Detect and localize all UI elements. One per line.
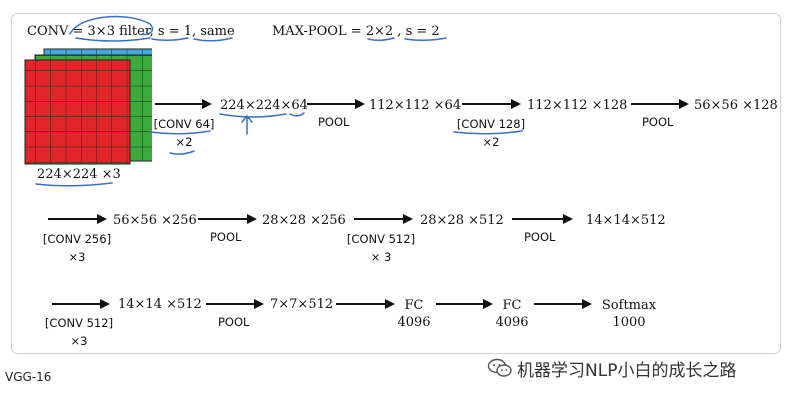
op-name: [CONV 256] — [42, 232, 112, 246]
size-112x112x64: 112×112 ×64 — [369, 98, 462, 113]
arrow — [155, 99, 212, 109]
arrow — [512, 214, 573, 224]
op-repeat: × 3 — [370, 250, 392, 264]
fc-label: FC — [502, 298, 522, 313]
input-size-label: 224×224 ×3 — [37, 167, 121, 182]
pool-label: POOL — [524, 230, 556, 244]
arrow — [436, 299, 493, 309]
fc-label: FC — [404, 298, 424, 313]
arrow — [206, 299, 264, 309]
arrow — [52, 299, 110, 309]
arrow — [307, 99, 365, 109]
size-56x56x256: 56×56 ×256 — [113, 213, 197, 228]
size-28x28x512: 28×28 ×512 — [420, 213, 504, 228]
conv512-label: [CONV 512] × 3 — [342, 230, 420, 266]
arrow — [354, 214, 413, 224]
size-112x112x128: 112×112 ×128 — [527, 98, 628, 113]
conv64-label: [CONV 64] ×2 — [148, 115, 220, 151]
op-name: [CONV 128] — [456, 117, 526, 131]
softmax-layer: Softmax 1000 — [596, 297, 662, 331]
conv512-label: [CONV 512] ×3 — [40, 314, 118, 350]
size-28x28x256: 28×28 ×256 — [262, 213, 346, 228]
conv128-label: [CONV 128] ×2 — [452, 115, 530, 151]
arrow — [534, 299, 592, 309]
op-repeat: ×3 — [68, 250, 86, 264]
conv256-label: [CONV 256] ×3 — [38, 230, 116, 266]
figure-caption: VGG-16 — [5, 370, 52, 384]
pool-label: POOL — [218, 315, 250, 329]
size-56x56x128: 56×56 ×128 — [694, 98, 778, 113]
op-name: [CONV 512] — [346, 232, 416, 246]
softmax-label: Softmax — [601, 298, 657, 313]
fc-units: 4096 — [397, 315, 431, 330]
conv-rule: CONV = 3×3 filter, s = 1, same — [27, 24, 235, 39]
pool-label: POOL — [210, 230, 242, 244]
pool-label: POOL — [642, 115, 674, 129]
fc-layer-2: FC 4096 — [488, 297, 536, 331]
watermark: 机器学习NLP小白的成长之路 — [487, 357, 737, 381]
input-volume — [24, 48, 152, 165]
watermark-text: 机器学习NLP小白的成长之路 — [517, 360, 737, 381]
op-repeat: ×2 — [175, 135, 193, 149]
op-repeat: ×3 — [70, 334, 88, 348]
arrow — [336, 299, 395, 309]
arrow — [198, 214, 257, 224]
size-14x14x512: 14×14 ×512 — [118, 297, 202, 312]
softmax-units: 1000 — [612, 315, 646, 330]
fc-units: 4096 — [495, 315, 529, 330]
op-repeat: ×2 — [482, 135, 500, 149]
size-14x14x512: 14×14×512 — [586, 213, 666, 228]
arrow — [462, 99, 521, 109]
wechat-icon — [487, 358, 512, 377]
fc-layer-1: FC 4096 — [390, 297, 438, 331]
arrow — [48, 214, 107, 224]
size-224x224x64: 224×224×64 — [220, 98, 308, 113]
pool-rule: MAX-POOL = 2×2 , s = 2 — [272, 24, 440, 39]
arrow — [631, 99, 689, 109]
pool-label: POOL — [318, 115, 350, 129]
size-7x7x512: 7×7×512 — [270, 297, 334, 312]
op-name: [CONV 512] — [44, 316, 114, 330]
red-channel — [24, 59, 131, 165]
op-name: [CONV 64] — [153, 117, 215, 131]
